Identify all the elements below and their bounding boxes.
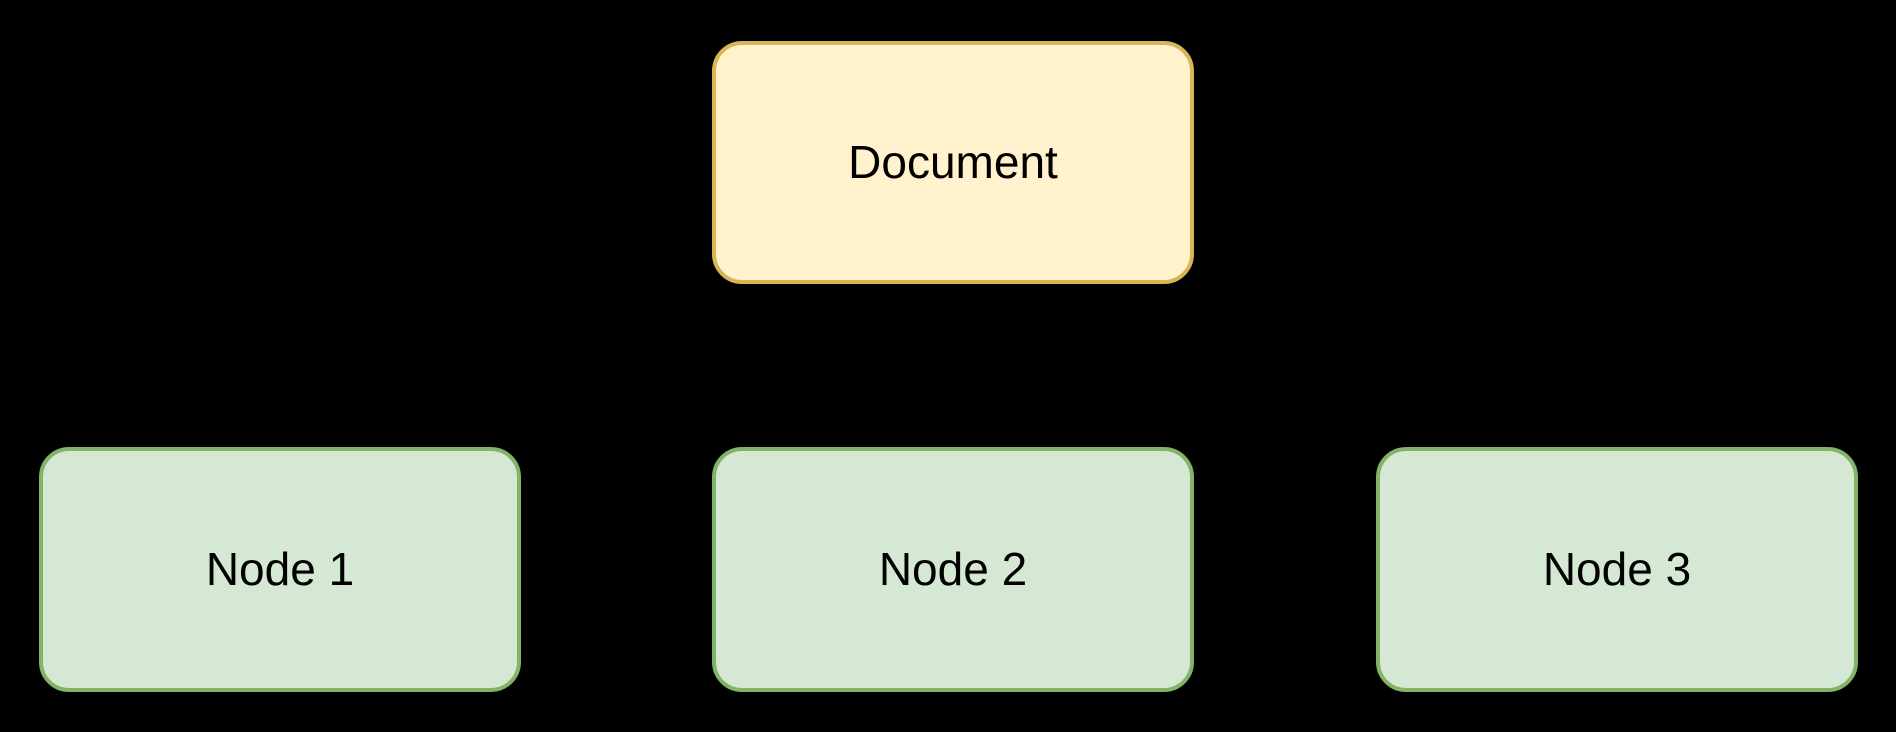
node-2: Node 2 — [712, 447, 1194, 692]
node-3: Node 3 — [1376, 447, 1858, 692]
node-2-label: Node 2 — [878, 542, 1028, 595]
node-document-label: Document — [848, 135, 1058, 188]
node-3-label: Node 3 — [1542, 542, 1692, 595]
node-document: Document — [712, 41, 1194, 284]
node-1-label: Node 1 — [205, 542, 355, 595]
node-1: Node 1 — [39, 447, 521, 692]
